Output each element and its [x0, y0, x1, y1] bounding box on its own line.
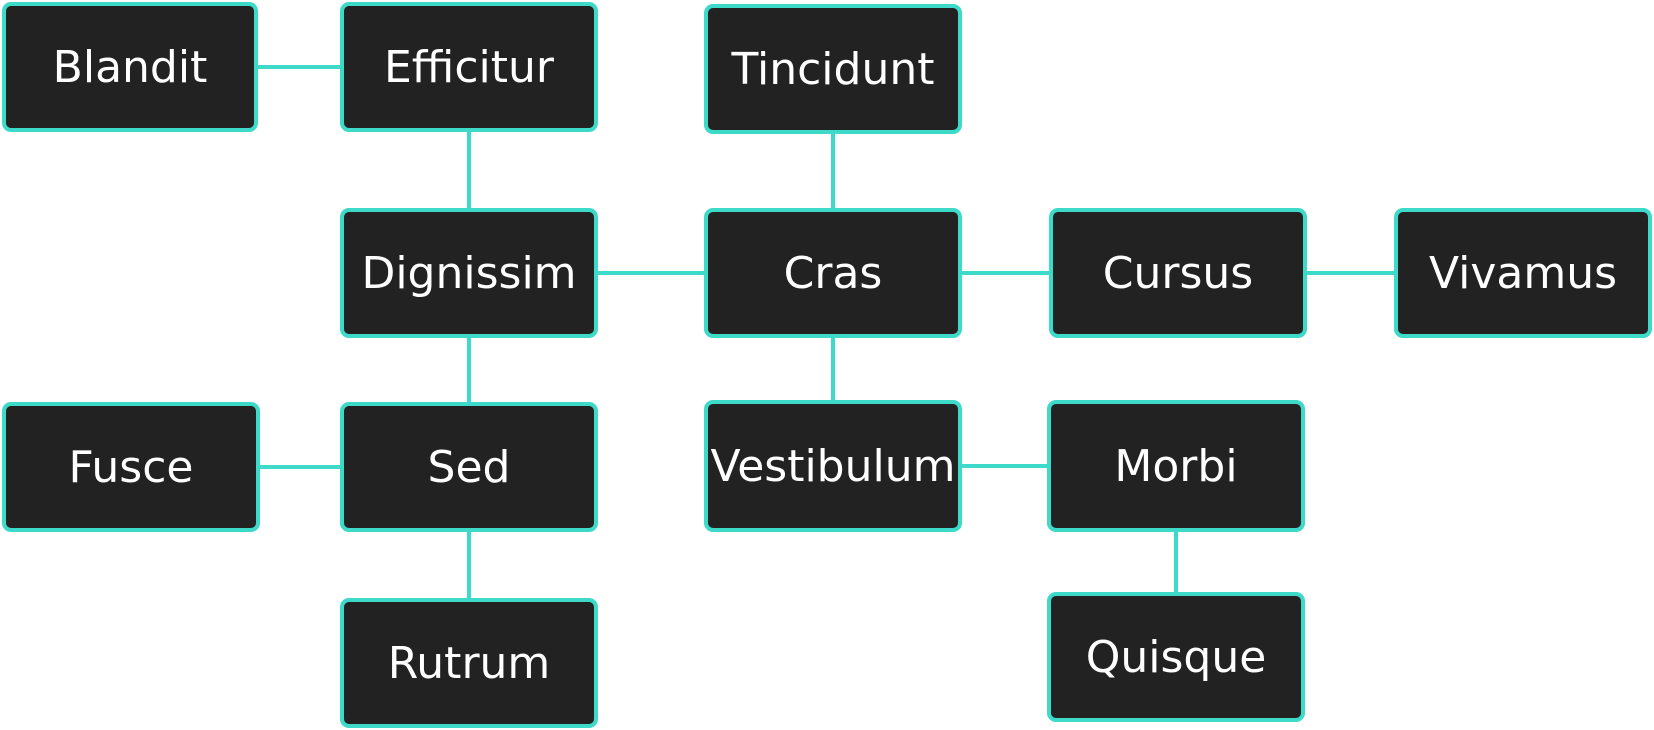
node-rutrum[interactable]: Rutrum — [340, 598, 598, 728]
node-dignissim[interactable]: Dignissim — [340, 208, 598, 338]
node-cras[interactable]: Cras — [704, 208, 962, 338]
node-blandit[interactable]: Blandit — [2, 2, 258, 132]
node-vestibulum[interactable]: Vestibulum — [704, 400, 962, 532]
node-efficitur[interactable]: Efficitur — [340, 2, 598, 132]
node-vivamus[interactable]: Vivamus — [1394, 208, 1652, 338]
node-sed[interactable]: Sed — [340, 402, 598, 532]
node-quisque[interactable]: Quisque — [1047, 592, 1305, 722]
node-fusce[interactable]: Fusce — [2, 402, 260, 532]
node-cursus[interactable]: Cursus — [1049, 208, 1307, 338]
node-tincidunt[interactable]: Tincidunt — [704, 4, 962, 134]
node-morbi[interactable]: Morbi — [1047, 400, 1305, 532]
